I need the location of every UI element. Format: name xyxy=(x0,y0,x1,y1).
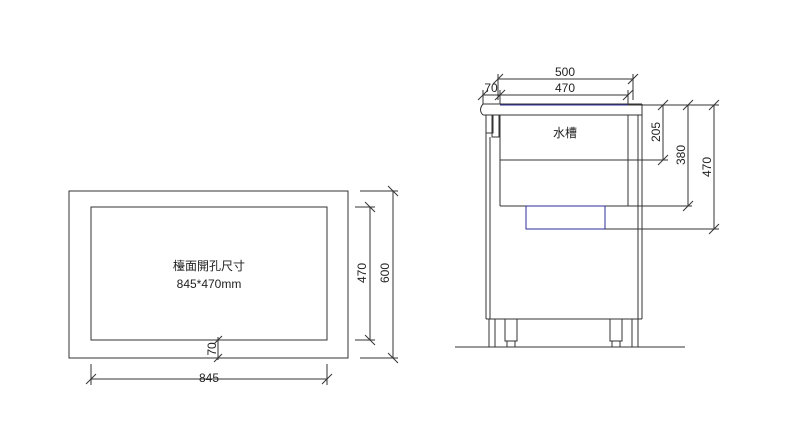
countertop-outline xyxy=(68,190,349,359)
cutout-outline xyxy=(90,206,328,341)
dim-500-label: 500 xyxy=(555,65,575,79)
dim-70-section-label: 70 xyxy=(484,81,498,95)
dim-70-plan xyxy=(213,335,223,363)
dim-205-label: 205 xyxy=(649,122,663,142)
cabinet-legs xyxy=(488,318,639,348)
cutout-title: 檯面開孔尺寸 xyxy=(173,259,245,273)
dim-70-plan-label: 70 xyxy=(205,342,219,356)
dim-380-label: 380 xyxy=(674,145,688,165)
dim-845 xyxy=(85,364,333,385)
dim-845-label: 845 xyxy=(199,371,219,385)
backsplash xyxy=(485,114,500,138)
dim-600-label: 600 xyxy=(378,263,392,283)
cabinet-body xyxy=(485,115,643,320)
countertop-plan-view xyxy=(68,185,399,385)
dim-500 xyxy=(492,73,639,100)
sink-label: 水槽 xyxy=(553,126,577,140)
cabinet-section-view xyxy=(455,73,720,348)
cutout-size: 845*470mm xyxy=(177,277,242,291)
dim-470-plan-label: 470 xyxy=(355,263,369,283)
countertop-slab xyxy=(480,103,643,116)
dim-470-side xyxy=(605,99,720,235)
dim-600 xyxy=(360,185,399,364)
dim-470-side-label: 470 xyxy=(700,157,714,177)
sink-drain-box xyxy=(525,205,606,230)
dim-380 xyxy=(628,99,694,212)
dim-205 xyxy=(628,99,669,166)
dim-470-plan xyxy=(355,201,376,346)
dim-470-top xyxy=(477,89,634,104)
dim-470-top-label: 470 xyxy=(555,81,575,95)
